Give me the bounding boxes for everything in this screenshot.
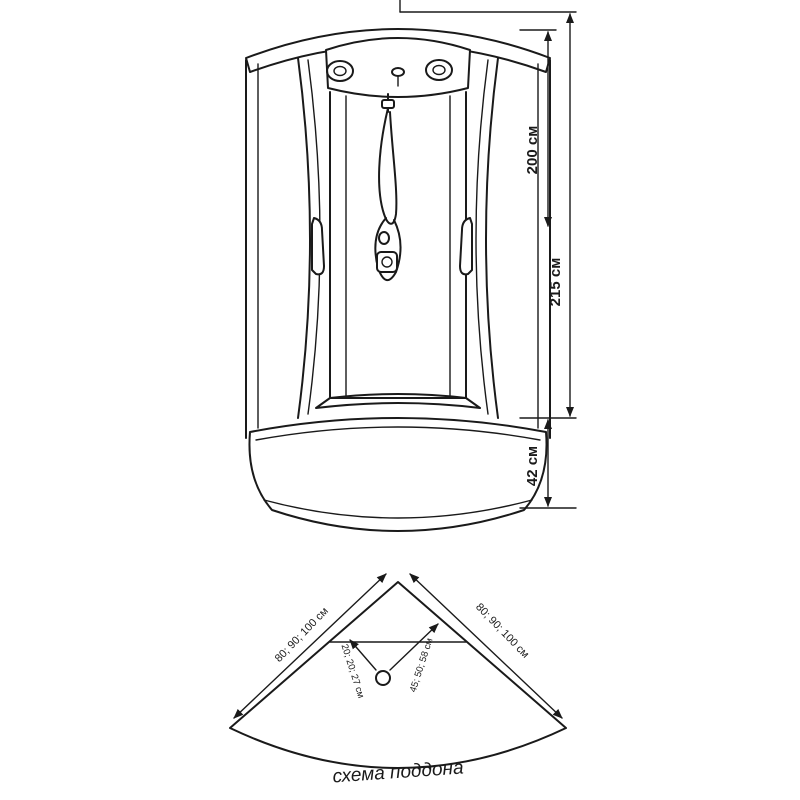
dimension-line-inner-left [349, 639, 377, 671]
dimension-200-label: 200 см [524, 126, 541, 175]
speaker-left-icon [326, 60, 354, 82]
glass-door-right [485, 57, 499, 419]
tray-side-right-label: 80; 90; 100 см [473, 601, 531, 661]
speaker-right-icon [425, 59, 453, 81]
door-handle-right [459, 217, 473, 276]
dimension-line-left-side [233, 573, 387, 719]
shower-cabin-front-view [245, 28, 551, 532]
drain-icon [375, 670, 391, 686]
tray-scheme-caption: схема поддона [332, 757, 464, 787]
dimension-line-inner-right [389, 623, 439, 671]
dimension-42-label: 42 см [524, 446, 541, 486]
glass-door-left [297, 57, 311, 419]
mixer-tap-icon [376, 251, 398, 273]
tray-inner-left-label: 20; 20; 27 см [338, 643, 366, 700]
shower-tray [248, 417, 548, 532]
tray-inner-right-label: 45; 50; 58 см [408, 637, 436, 694]
dimension-215-label: 215 см [547, 258, 564, 307]
tray-scheme: 80; 90; 100 см 80; 90; 100 см 20; 20; 27… [229, 573, 567, 788]
dimension-line-right-side [409, 573, 563, 719]
height-dimensions: 200 см 215 см 42 см [399, 0, 577, 509]
hand-shower-icon [374, 93, 402, 281]
tray-outline [229, 581, 567, 769]
tray-inner-rim [315, 393, 481, 409]
door-handle-left [311, 217, 325, 276]
